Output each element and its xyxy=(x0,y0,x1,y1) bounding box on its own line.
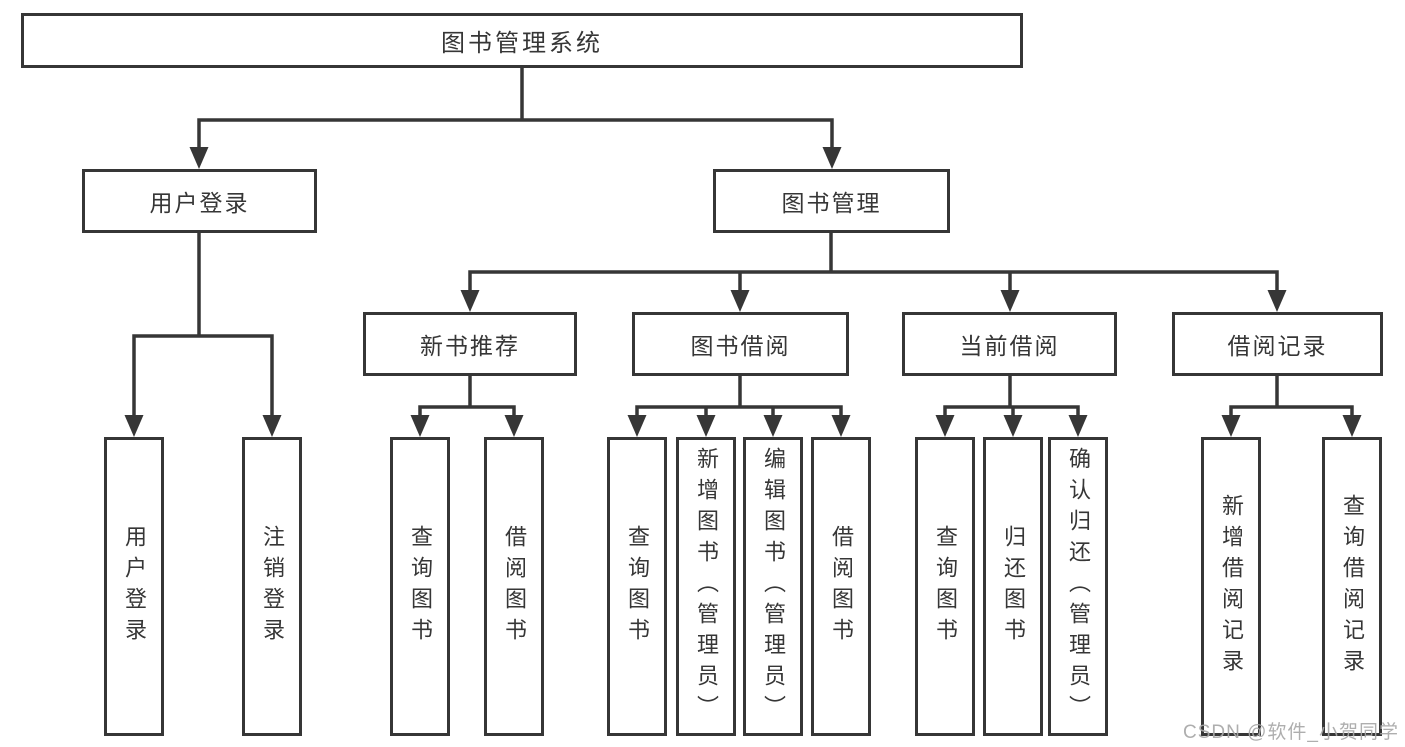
leaf-return-books: 归还图书 xyxy=(983,437,1043,736)
node-label: 编辑图书（管理员） xyxy=(761,447,786,726)
node-label: 注销登录 xyxy=(260,524,285,649)
leaf-add-books-admin: 新增图书（管理员） xyxy=(676,437,736,736)
leaf-borrow-books-recommend: 借阅图书 xyxy=(484,437,544,736)
node-label: 新书推荐 xyxy=(420,333,520,359)
node-user-login: 用户登录 xyxy=(82,169,317,233)
node-label: 查询图书 xyxy=(933,524,958,649)
node-book-management: 图书管理 xyxy=(713,169,950,233)
node-label: 新增借阅记录 xyxy=(1219,493,1244,680)
node-label: 图书借阅 xyxy=(690,333,791,359)
node-label: 查询图书 xyxy=(625,524,650,649)
node-book-borrow: 图书借阅 xyxy=(632,312,849,376)
node-label: 确认归还（管理员） xyxy=(1066,447,1091,726)
leaf-user-login: 用户登录 xyxy=(104,437,164,736)
node-label: 查询图书 xyxy=(408,524,433,649)
node-label: 归还图书 xyxy=(1001,524,1026,649)
leaf-query-books-current: 查询图书 xyxy=(915,437,975,736)
leaf-query-borrow-record: 查询借阅记录 xyxy=(1322,437,1382,736)
leaf-confirm-return-admin: 确认归还（管理员） xyxy=(1048,437,1108,736)
csdn-watermark: CSDN @软件_小贺同学 xyxy=(1183,722,1399,743)
leaf-add-borrow-record: 新增借阅记录 xyxy=(1201,437,1261,736)
leaf-edit-books-admin: 编辑图书（管理员） xyxy=(743,437,803,736)
leaf-borrow-books: 借阅图书 xyxy=(811,437,871,736)
node-new-book-recommend: 新书推荐 xyxy=(363,312,577,376)
leaf-query-books-recommend: 查询图书 xyxy=(390,437,450,736)
node-label: 用户登录 xyxy=(149,190,250,216)
leaf-logout: 注销登录 xyxy=(242,437,302,736)
node-label: 图书管理 xyxy=(781,190,882,216)
node-label: 图书管理系统 xyxy=(441,30,603,57)
node-label: 借阅记录 xyxy=(1227,333,1328,359)
node-library-management-system: 图书管理系统 xyxy=(21,13,1023,68)
node-current-borrow: 当前借阅 xyxy=(902,312,1117,376)
node-label: 用户登录 xyxy=(122,524,147,649)
leaf-query-books-borrow: 查询图书 xyxy=(607,437,667,736)
node-label: 当前借阅 xyxy=(959,333,1060,359)
arrowhead-group xyxy=(124,147,1362,437)
node-label: 查询借阅记录 xyxy=(1340,493,1365,680)
node-label: 借阅图书 xyxy=(829,524,854,649)
node-label: 借阅图书 xyxy=(502,524,527,649)
node-borrow-records: 借阅记录 xyxy=(1172,312,1383,376)
node-label: 新增图书（管理员） xyxy=(694,447,719,726)
